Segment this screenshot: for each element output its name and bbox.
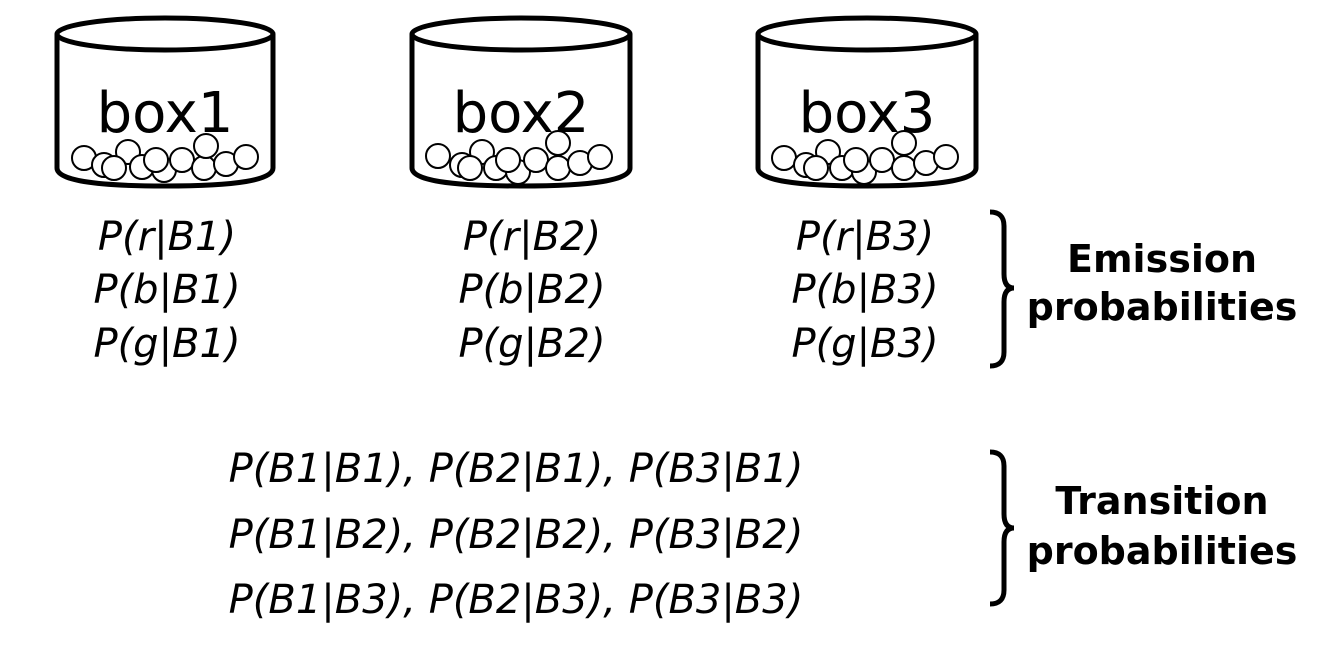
- box-3: box3: [755, 15, 979, 189]
- emission-g: P(g|B1): [93, 321, 240, 367]
- box-label: box3: [799, 81, 936, 146]
- emission-b: P(b|B1): [93, 267, 240, 313]
- box-1: box1: [54, 15, 276, 189]
- transition-row-2: P(B1|B2), P(B2|B2), P(B3|B2): [229, 512, 804, 558]
- emissions-box-3: P(r|B3) P(b|B3) P(g|B3): [791, 214, 938, 367]
- box-label: box2: [453, 81, 590, 146]
- balls: [771, 130, 959, 185]
- emission-r: P(r|B3): [796, 214, 934, 260]
- emission-brace: [989, 209, 1015, 369]
- balls: [425, 130, 613, 185]
- box-label: box1: [97, 81, 234, 146]
- emissions-box-2: P(r|B2) P(b|B2) P(g|B2): [458, 214, 605, 367]
- transition-brace: [989, 449, 1015, 607]
- transition-group-subtitle: probabilities: [1027, 529, 1298, 573]
- emission-b: P(b|B2): [458, 267, 605, 313]
- emission-g: P(g|B2): [458, 321, 605, 367]
- transition-row-3: P(B1|B3), P(B2|B3), P(B3|B3): [229, 577, 804, 623]
- emission-b: P(b|B3): [791, 267, 938, 313]
- emission-r: P(r|B1): [98, 214, 236, 260]
- emission-r: P(r|B2): [463, 214, 601, 260]
- emissions-box-1: P(r|B1) P(b|B1) P(g|B1): [93, 214, 240, 367]
- transition-row-1: P(B1|B1), P(B2|B1), P(B3|B1): [229, 446, 804, 492]
- transition-group-title: Transition: [1055, 479, 1268, 523]
- balls: [71, 133, 259, 183]
- emission-group-subtitle: probabilities: [1027, 285, 1298, 329]
- emission-group-title: Emission: [1067, 237, 1257, 281]
- box-2: box2: [409, 15, 633, 189]
- transitions: P(B1|B1), P(B2|B1), P(B3|B1) P(B1|B2), P…: [229, 446, 804, 623]
- emission-g: P(g|B3): [791, 321, 938, 367]
